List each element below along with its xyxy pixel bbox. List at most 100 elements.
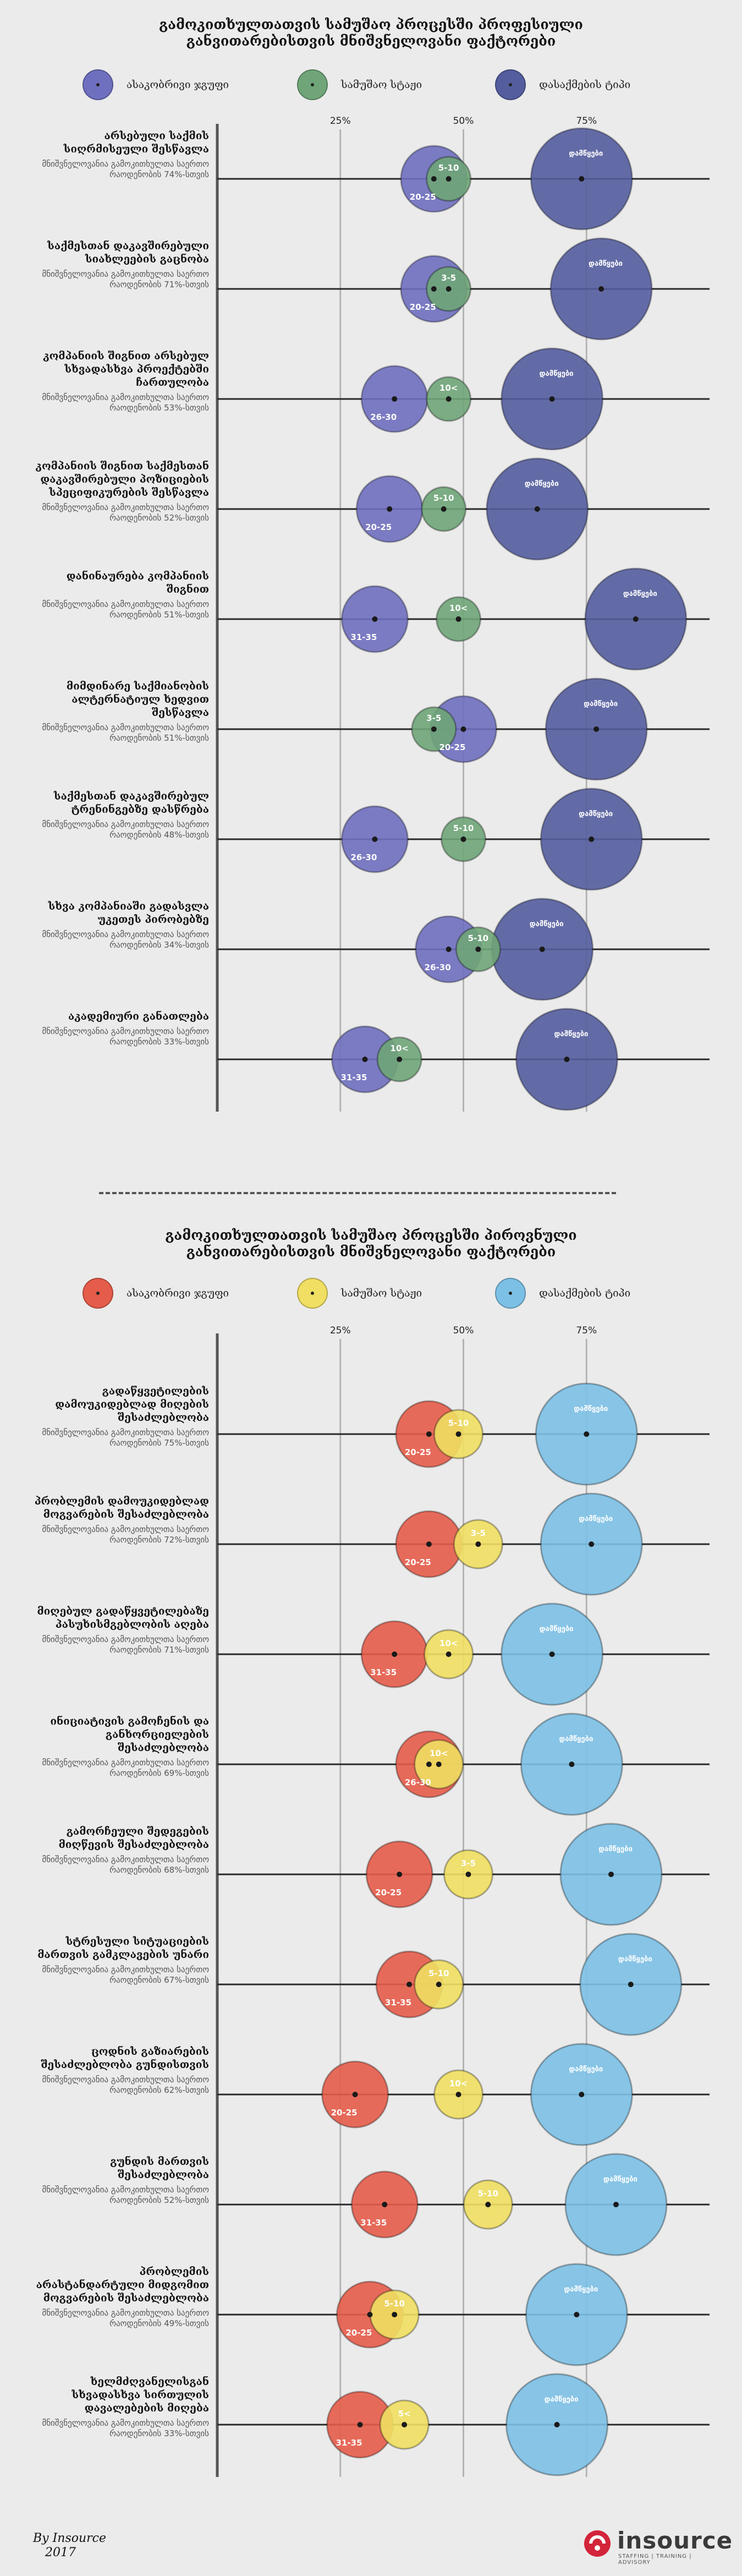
- bubble-label: 10<: [390, 1043, 408, 1053]
- legend-item-age: ასაკობრივი ჯგუფი: [83, 68, 229, 101]
- x-tick-label: 25%: [330, 116, 351, 127]
- bubble-center-dot: [392, 396, 398, 402]
- x-tick-label: 75%: [576, 116, 597, 127]
- bubble-label: 20-25: [375, 1888, 402, 1897]
- bubble-chart: 25% 50% 75% დამწყები 20-25 5-10 დამწყები 20-25 3…: [216, 1325, 710, 2477]
- bubble-center-dot: [579, 2092, 585, 2097]
- row-label: კომპანიის შიგნით არსებულ სხვადასხვა პროე…: [33, 349, 209, 413]
- bubble-label: 20-25: [439, 742, 466, 752]
- bubble-center-dot: [549, 396, 555, 402]
- bubble-label: დამწყები: [525, 480, 559, 488]
- bubble-label: 10<: [449, 2079, 468, 2088]
- bubble-label: დამწყები: [540, 1625, 574, 1633]
- bubble-label: 3-5: [471, 1528, 486, 1538]
- bubble-center-dot: [549, 1651, 555, 1657]
- bubble-label: დამწყები: [569, 150, 603, 158]
- row-subtitle: მნიშვნელოვანია გამოკითხულთა საერთო რაოდე…: [42, 1524, 209, 1545]
- bubble-label: 26-30: [370, 412, 397, 422]
- bubble-label: 20-25: [405, 1557, 431, 1567]
- bubble-center-dot: [431, 176, 437, 182]
- bubble-label: 26-30: [405, 1778, 431, 1787]
- bubble-center-dot: [460, 836, 466, 842]
- bubble-label: დამწყები: [623, 590, 657, 598]
- bubble-label: 20-25: [331, 2108, 358, 2118]
- bubble-center-dot: [446, 947, 452, 952]
- bubble-label: 3-5: [441, 273, 456, 283]
- bubble-label: დამწყები: [618, 1955, 652, 1964]
- bubble-center-dot: [475, 947, 481, 952]
- legend-swatch-age: [83, 69, 113, 100]
- row-subtitle: მნიშვნელოვანია გამოკითხულთა საერთო რაოდე…: [42, 929, 209, 950]
- row-title: მიღებულ გადაწყვეტილებაზე პასუხისმგებლობი…: [37, 1605, 209, 1631]
- bubble-label: 10<: [439, 383, 458, 393]
- row-label: მიღებულ გადაწყვეტილებაზე პასუხისმგებლობი…: [33, 1605, 209, 1655]
- row-label: ცოდნის გაზიარების შესაძლებლობა გუნდისთვი…: [33, 2045, 209, 2096]
- bubble-center-dot: [628, 1982, 634, 1987]
- bubble-label: 31-35: [370, 1667, 397, 1677]
- bubble-label: 31-35: [350, 632, 377, 642]
- row-title: არსებული საქმის სიღრმისეული შესწავლა: [63, 130, 209, 155]
- bubble-center-dot: [397, 1057, 403, 1062]
- bubble-label: დამწყები: [589, 260, 623, 268]
- bubble-label: 31-35: [360, 2218, 387, 2228]
- section-divider: [99, 1192, 616, 1194]
- bubble-center-dot: [367, 2312, 373, 2317]
- logo-mark-icon: [584, 2530, 611, 2557]
- footer-year: 2017: [45, 2546, 76, 2559]
- bubble-center-dot: [613, 2202, 619, 2207]
- bubble-label: 5-10: [477, 2189, 498, 2198]
- bubble-chart: 25%50%75%დამწყები20-255-10დამწყები20-253…: [216, 116, 710, 1112]
- row-subtitle: მნიშვნელოვანია გამოკითხულთა საერთო რაოდე…: [42, 2308, 209, 2328]
- bubble-label: დამწყები: [574, 1405, 608, 1413]
- row-title: პრობლემის დამოუკიდებლად მოგვარების შესაძ…: [34, 1495, 209, 1521]
- bubble-center-dot: [633, 616, 639, 622]
- bubble-center-dot: [352, 2092, 358, 2097]
- row-label: ინიციატივის გამოჩენის და განხორციელების …: [33, 1715, 209, 1779]
- bubble-label: დამწყები: [584, 700, 618, 708]
- row-label: პრობლემის დამოუკიდებლად მოგვარების შესაძ…: [33, 1495, 209, 1545]
- x-tick-label: 25%: [330, 1325, 351, 1336]
- bubble-label: დამწყები: [559, 1735, 593, 1743]
- bubble-label: დამწყები: [530, 920, 564, 928]
- legend-label-experience: სამუშაო სტაჟი: [341, 79, 422, 91]
- bubble-label: 5-10: [433, 493, 454, 503]
- row-subtitle: მნიშვნელოვანია გამოკითხულთა საერთო რაოდე…: [42, 599, 209, 620]
- bubble-center-dot: [446, 286, 452, 292]
- bubble-center-dot: [406, 1982, 413, 1987]
- bubble-center-dot: [460, 726, 466, 732]
- bubble-center-dot: [455, 2092, 461, 2097]
- bubble-center-dot: [436, 1982, 442, 1987]
- bubble-label: 3-5: [426, 713, 441, 723]
- bubble-center-dot: [436, 1762, 442, 1767]
- row-label: საქმესთან დაკავშირებული სიახლეების გაცნო…: [33, 239, 209, 290]
- row-title: ხელმძღვანელისგან სხვადასხვა სირთულის დავ…: [72, 2376, 209, 2414]
- legend-swatch-level: [495, 1278, 526, 1309]
- bubble-label: 10<: [430, 1748, 448, 1758]
- row-subtitle: მნიშვნელოვანია გამოკითხულთა საერთო რაოდე…: [42, 1855, 209, 1875]
- bubble-center-dot: [426, 1541, 432, 1547]
- x-tick-label: 50%: [453, 1325, 474, 1336]
- row-title: დანინაურება კომპანიის შიგნით: [66, 570, 209, 595]
- bubble-label: დამწყები: [540, 370, 574, 378]
- bubble-label: 20-25: [365, 522, 392, 532]
- bubble-center-dot: [554, 2422, 560, 2427]
- bubble-center-dot: [564, 1057, 570, 1062]
- row-label: გადაწყვეტილების დამოუკიდებლად მიღების შე…: [33, 1385, 209, 1448]
- bubble-label: 5-10: [448, 1418, 469, 1428]
- row-title: ცოდნის გაზიარების შესაძლებლობა გუნდისთვი…: [41, 2046, 209, 2071]
- insource-logo: insource STAFFING | TRAINING | ADVISORY: [583, 2526, 732, 2566]
- row-title: კომპანიის შიგნით არსებულ სხვადასხვა პროე…: [43, 350, 209, 389]
- legend-item-level: დასაქმების ტიპი: [495, 1277, 630, 1310]
- bubble-center-dot: [357, 2422, 363, 2427]
- bubble-label: 5-10: [453, 823, 474, 833]
- row-subtitle: მნიშვნელოვანია გამოკითხულთა საერთო რაოდე…: [42, 1634, 209, 1655]
- chart-title: გამოკითხულთათვის სამუშაო პროცესში პროფეს…: [159, 17, 583, 49]
- row-title: გამორჩეული შედეგების მიღწევის შესაძლებლო…: [58, 1825, 209, 1851]
- row-label: საქმესთან დაკავშირებულ ტრენინგებზე დასწრ…: [33, 790, 209, 840]
- bubble-label: 5-10: [384, 2299, 405, 2309]
- bubble-label: 5<: [398, 2409, 411, 2419]
- legend-label-experience: სამუშაო სტაჟი: [341, 1287, 422, 1299]
- bubble-label: 5-10: [438, 163, 459, 173]
- x-tick-label: 75%: [576, 1325, 597, 1336]
